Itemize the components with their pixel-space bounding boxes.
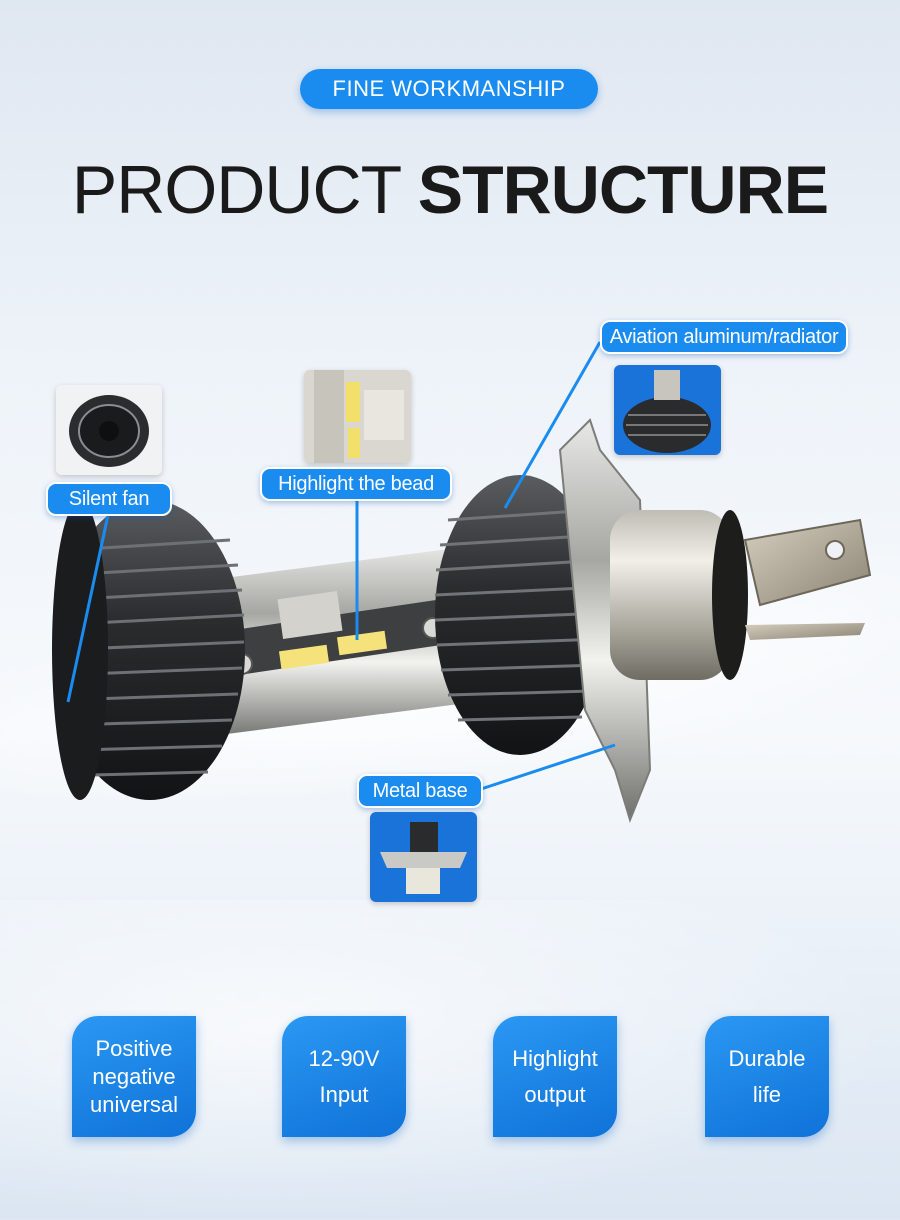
feature-tile-durable: Durable life bbox=[705, 1016, 829, 1137]
feature-line: Highlight bbox=[512, 1045, 598, 1071]
fan-thumbnail bbox=[56, 385, 162, 475]
silent-fan-label: Silent fan bbox=[46, 482, 172, 516]
feature-tile-output: Highlight output bbox=[493, 1016, 617, 1137]
page-title: PRODUCT STRUCTURE bbox=[0, 140, 900, 240]
feature-line: output bbox=[524, 1081, 586, 1107]
feature-line: Durable bbox=[728, 1045, 806, 1071]
feature-line: 12-90V bbox=[308, 1045, 380, 1071]
metal-base-thumbnail bbox=[370, 812, 477, 902]
feature-line: negative bbox=[92, 1063, 176, 1089]
title-light: PRODUCT bbox=[71, 152, 418, 228]
feature-tile-universal: Positive negative universal bbox=[72, 1016, 196, 1137]
radiator-thumbnail bbox=[614, 365, 721, 455]
highlight-bead-label: Highlight the bead bbox=[260, 467, 452, 501]
led-bulb-illustration bbox=[52, 418, 872, 824]
aviation-aluminum-label: Aviation aluminum/radiator bbox=[600, 320, 848, 354]
feature-line: Positive bbox=[95, 1035, 173, 1061]
feature-tile-input: 12-90V Input bbox=[282, 1016, 406, 1137]
title-bold: STRUCTURE bbox=[417, 152, 829, 228]
feature-line: life bbox=[752, 1081, 782, 1107]
metal-base-label: Metal base bbox=[357, 774, 483, 808]
feature-line: universal bbox=[89, 1091, 179, 1117]
section-badge: FINE WORKMANSHIP bbox=[300, 69, 598, 109]
led-bead-thumbnail bbox=[304, 370, 411, 463]
feature-line: Input bbox=[319, 1081, 369, 1107]
